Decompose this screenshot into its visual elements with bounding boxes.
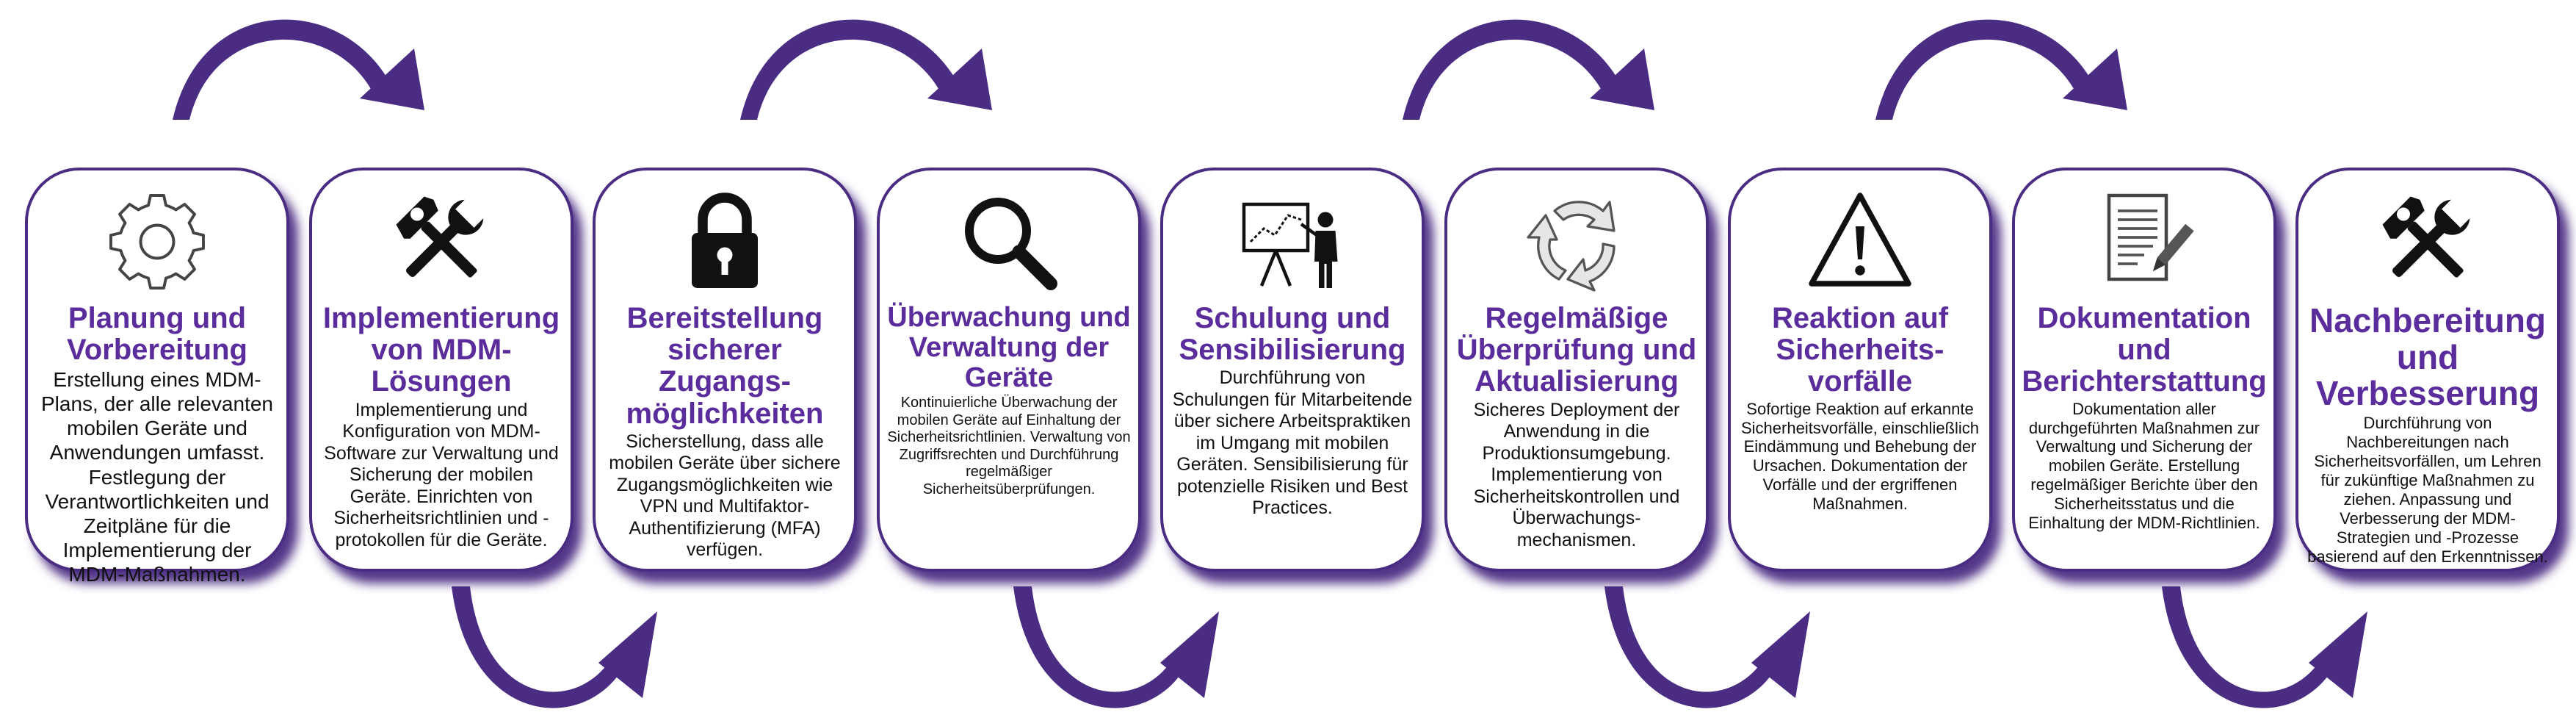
step-card-bereitstellung: Bereitstellung sicherer Zugangs-möglichk… [593, 168, 857, 572]
step-description: Dokumentation aller durchgeführten Maßna… [2028, 399, 2260, 533]
step-description: Durchführung von Schulungen für Mitarbei… [1172, 367, 1413, 519]
step-card-reaktion: Reaktion auf Sicherheits-vorfälle Sofort… [1728, 168, 1992, 572]
step-card-schulung: Schulung und Sensibilisierung Durchführu… [1160, 168, 1425, 572]
warning-triangle-icon [1805, 187, 1915, 297]
step-card-implementierung: Implementierung von MDM-Lösungen Impleme… [309, 168, 574, 572]
step-description: Sicherstellung, dass alle mobilen Geräte… [609, 431, 841, 561]
step-title: Dokumentation und Berichterstattung [2022, 302, 2267, 398]
recycle-arrows-icon [1522, 187, 1632, 297]
padlock-icon [670, 187, 780, 297]
step-title: Planung und Vorbereitung [67, 302, 247, 367]
step-title: Bereitstellung sicherer Zugangs-möglichk… [626, 302, 824, 430]
step-card-ueberwachung: Überwachung und Verwaltung der Geräte Ko… [877, 168, 1141, 572]
arrow-step-3-to-4 [740, 19, 992, 120]
arrow-step-8-to-9 [2162, 586, 2367, 708]
step-description: Kontinuierliche Überwachung der mobilen … [887, 395, 1131, 498]
wrench-hammer-icon [2373, 187, 2483, 297]
step-title: Nachbereitung und Verbesserung [2309, 301, 2547, 413]
step-title: Schulung und Sensibilisierung [1179, 302, 1406, 367]
step-description: Implementierung und Konfiguration von MD… [324, 399, 559, 550]
step-description: Sofortige Reaktion auf erkannte Sicherhe… [1740, 399, 1980, 514]
document-pen-icon [2089, 187, 2199, 297]
step-card-regelmaessige-ueberpruefung: Regelmäßige Überprüfung und Aktualisieru… [1444, 168, 1709, 572]
step-card-dokumentation: Dokumentation und Berichterstattung Doku… [2012, 168, 2276, 572]
magnifier-icon [954, 187, 1064, 297]
arrow-step-5-to-6 [1403, 19, 1654, 120]
step-description: Durchführung von Nachbereitungen nach Si… [2307, 414, 2548, 566]
step-title: Reaktion auf Sicherheits-vorfälle [1771, 302, 1949, 398]
step-title: Regelmäßige Überprüfung und Aktualisieru… [1456, 302, 1697, 398]
arrow-step-6-to-7 [1604, 586, 1810, 708]
step-title: Überwachung und Verwaltung der Geräte [887, 302, 1131, 394]
gear-icon [102, 187, 212, 297]
arrow-step-7-to-8 [1875, 19, 2127, 120]
step-title: Implementierung von MDM-Lösungen [322, 302, 560, 398]
step-description: Erstellung eines MDM-Plans, der alle rel… [41, 368, 273, 586]
arrow-step-1-to-2 [173, 19, 424, 120]
arrow-step-2-to-3 [452, 586, 657, 708]
step-card-planung: Planung und Vorbereitung Erstellung eine… [25, 168, 289, 586]
arrow-step-4-to-5 [1013, 586, 1219, 708]
presenter-icon [1237, 187, 1347, 297]
step-description: Sicheres Deployment der Anwendung in die… [1473, 399, 1680, 550]
step-card-nachbereitung: Nachbereitung und Verbesserung Durchführ… [2295, 168, 2560, 572]
wrench-hammer-icon [386, 187, 496, 297]
